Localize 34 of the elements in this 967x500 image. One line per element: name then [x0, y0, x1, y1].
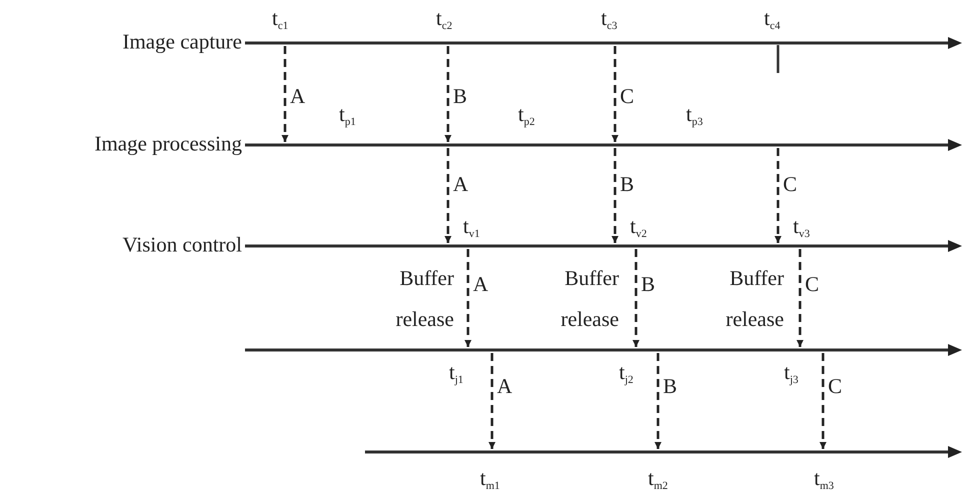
- time-label: t$_{v3}$: [793, 216, 810, 240]
- note-text: Buffer release: [560, 265, 619, 333]
- time-label: t$_{c2}$: [436, 8, 452, 32]
- dashed-arrow: [444, 148, 452, 243]
- dashed-arrow: [612, 46, 618, 142]
- dashed-arrow: [612, 148, 618, 243]
- dashed-arrow: [820, 353, 826, 449]
- dashed-arrow: [774, 148, 782, 243]
- time-label: t$_{p2}$: [518, 104, 535, 128]
- dashed-arrow: [796, 249, 804, 347]
- time-label: t$_{c3}$: [601, 8, 618, 32]
- time-label: t$_{v2}$: [630, 216, 647, 240]
- time-label: t$_{m1}$: [480, 468, 500, 492]
- timeline-label: Vision control: [122, 232, 243, 258]
- time-label: t$_{p3}$: [686, 104, 703, 128]
- time-label: t$_{j3}$: [784, 362, 798, 386]
- time-label: t$_{j1}$: [449, 362, 464, 386]
- time-label: t$_{p1}$: [339, 104, 356, 128]
- note-text: Buffer release: [724, 265, 784, 333]
- time-label: t$_{m3}$: [814, 468, 834, 492]
- dashed-arrow: [488, 353, 496, 449]
- time-label: t$_{c4}$: [764, 8, 780, 32]
- dashed-arrow: [282, 46, 288, 142]
- dashed-arrow: [632, 249, 640, 347]
- time-label: t$_{j2}$: [619, 362, 634, 386]
- time-label: t$_{m2}$: [648, 468, 668, 492]
- timeline-label: Image processing: [94, 131, 243, 156]
- dashed-arrow: [654, 353, 662, 449]
- timeline-label: Image capture: [122, 29, 243, 54]
- dashed-arrow: [444, 46, 452, 142]
- dashed-arrow: [464, 249, 472, 347]
- time-label: t$_{c1}$: [272, 8, 288, 32]
- time-label: t$_{v1}$: [463, 216, 480, 240]
- note-text: Buffer release: [394, 265, 454, 333]
